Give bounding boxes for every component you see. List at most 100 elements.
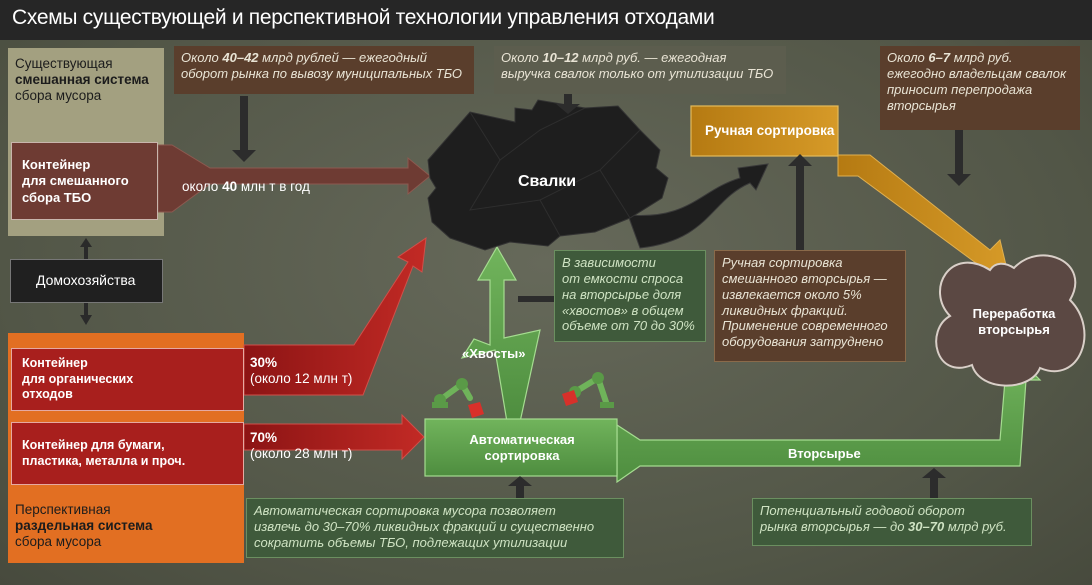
note-resale-p2: млрд руб.	[950, 50, 1013, 65]
mixed-container-box	[11, 142, 158, 220]
note-resale-line2: ежегодно владельцам свалок	[887, 65, 1067, 81]
auto-sorting-line1: Автоматическая	[469, 432, 575, 447]
note-market-p1: Около	[181, 50, 223, 65]
note-tails-line3: на вторсырье доля	[562, 286, 682, 302]
recyclable-flow-arrow	[243, 413, 425, 461]
note-market-line2: оборот рынка по вывозу муниципальных ТБО	[181, 65, 463, 81]
manual-sorting-label: Ручная сортировка	[705, 123, 835, 138]
note-market-p2: млрд рублей — ежегодный	[258, 50, 427, 65]
households-label: Домохозяйства	[36, 272, 136, 288]
note-resale-num: 6–7	[928, 50, 951, 65]
tails-arrow-shape	[460, 245, 541, 423]
note-manual: Ручная сортировка смешанного вторсырья —…	[714, 250, 906, 362]
secondary-label: Вторсырье	[788, 446, 861, 461]
organic-container-label: Контейнер для органических отходов	[22, 356, 133, 403]
note-auto-line1: Автоматическая сортировка мусора позволя…	[254, 503, 556, 518]
auto-sorting-label: Автоматическая сортировка	[464, 432, 580, 463]
recycling-line1: Переработка	[972, 306, 1056, 321]
existing-system-label: Существующая смешанная система сбора мус…	[15, 56, 149, 105]
note-tails-line4: «хвостов» в общем	[562, 302, 684, 318]
recycling-shape	[935, 254, 1086, 387]
waste-item-icon	[468, 390, 578, 418]
note-market-num: 40–42	[222, 50, 259, 65]
note-landfill-p2: млрд руб. — ежегодная	[578, 50, 727, 65]
landfills-label: Свалки	[518, 173, 577, 190]
recyclable-flow-label: 70% (около 28 млн т)	[250, 430, 352, 462]
note-manual-line2: смешанного вторсырья —	[722, 270, 887, 286]
households-box	[10, 259, 163, 303]
note-tails: В зависимости от емкости спроса на вторс…	[554, 250, 706, 342]
note-potential-num: 30–70	[908, 518, 945, 534]
note-resale-line3: приносит перепродажа	[887, 81, 1033, 97]
secondary-flow-arrow	[616, 357, 1042, 484]
note-tails-line1: В зависимости	[562, 255, 656, 270]
organic-flow-pct: 30%	[250, 355, 278, 370]
existing-system-line1: Существующая	[15, 56, 113, 71]
note-potential-p2: млрд руб.	[944, 518, 1007, 534]
prospective-system-label: Перспективная раздельная система сбора м…	[15, 502, 152, 551]
note-potential-p1: рынка вторсырья — до	[760, 518, 909, 534]
note-resale: Около 6–7 млрд руб. ежегодно владельцам …	[880, 46, 1080, 130]
mixed-container-line1: Контейнер	[22, 157, 91, 172]
note-landfill-p1: Около	[501, 50, 543, 65]
recyclable-container-line2: пластика, металла и проч.	[22, 454, 186, 469]
note-manual-line5: Применение современного	[722, 318, 888, 334]
auto-sorting-line2: сортировка	[484, 447, 560, 463]
auto-sorting-box	[424, 418, 618, 477]
recyclable-flow-pct: 70%	[250, 430, 278, 445]
note-landfill-num: 10–12	[542, 50, 579, 65]
household-connectors	[80, 238, 92, 325]
mixed-container-line2: для смешанного	[22, 173, 129, 189]
organic-flow-label: 30% (около 12 млн т)	[250, 355, 352, 387]
mixed-container-label: Контейнер для смешанного сбора ТБО	[22, 157, 129, 206]
tails-label: «Хвосты»	[462, 346, 526, 361]
note-pointer-arrows	[232, 92, 971, 498]
organic-container-line2: для органических	[22, 371, 134, 386]
note-manual-line1: Ручная сортировка	[722, 255, 843, 270]
prospective-system-line1: Перспективная	[15, 502, 111, 517]
note-auto: Автоматическая сортировка мусора позволя…	[246, 498, 624, 558]
mixed-flow-num: 40	[222, 179, 238, 194]
note-market: Около 40–42 млрд рублей — ежегодный обор…	[174, 46, 474, 94]
note-auto-line3: сократить объемы ТБО, подлежащих утилиза…	[254, 534, 568, 550]
note-resale-p1: Около	[887, 50, 929, 65]
note-tails-line5: объеме от 70 до 30%	[562, 318, 695, 334]
existing-system-line3: сбора мусора	[15, 88, 102, 104]
title-bar: Схемы существующей и перспективной техно…	[0, 0, 1092, 40]
note-resale-line4: вторсырья	[887, 97, 956, 113]
note-tails-line2: от емкости спроса	[562, 270, 684, 286]
manual-sorting-box	[690, 105, 839, 157]
mixed-flow-pre: около	[182, 179, 219, 194]
recyclable-container-label: Контейнер для бумаги, пластика, металла …	[22, 437, 185, 470]
organic-flow-arrow	[243, 236, 427, 396]
organic-flow-amount: (около 12 млн т)	[250, 371, 353, 387]
mixed-flow-post: млн т в год	[240, 179, 310, 194]
mixed-flow-label: около 40 млн т в год	[182, 179, 310, 195]
prospective-system-line3: сбора мусора	[15, 534, 102, 550]
organic-container-line1: Контейнер	[22, 356, 88, 370]
note-auto-line2: извлечь до 30–70% ликвидных фракций и су…	[254, 518, 595, 534]
existing-system-line2: смешанная система	[15, 72, 149, 88]
landfill-to-manual-arrow	[627, 163, 769, 249]
page-title: Схемы существующей и перспективной техно…	[12, 6, 715, 29]
note-landfill-revenue: Около 10–12 млрд руб. — ежегодная выручк…	[494, 46, 786, 94]
note-manual-line4: ликвидных фракций.	[722, 302, 848, 318]
note-potential-line1: Потенциальный годовой оборот	[760, 503, 965, 518]
recyclable-container-box	[11, 422, 244, 485]
robot-arm-joints-icon	[432, 372, 614, 408]
landfill-shape	[427, 99, 669, 251]
landfill-texture	[469, 107, 641, 237]
mixed-container-line3: сбора ТБО	[22, 189, 92, 205]
note-manual-line3: извлекается около 5%	[722, 286, 862, 302]
recycling-line2: вторсырья	[978, 321, 1050, 337]
note-manual-line6: оборудования затруднено	[722, 334, 884, 350]
recycling-label: Переработка вторсырья	[964, 306, 1064, 337]
organic-container-line3: отходов	[22, 387, 73, 402]
note-landfill-line2: выручка свалок только от утилизации ТБО	[501, 65, 774, 81]
organic-container-box	[11, 348, 244, 411]
recyclable-container-line1: Контейнер для бумаги,	[22, 438, 165, 452]
note-potential: Потенциальный годовой оборот рынка вторс…	[752, 498, 1032, 546]
mixed-flow-arrow	[157, 144, 431, 213]
recyclable-flow-amount: (около 28 млн т)	[250, 446, 353, 462]
